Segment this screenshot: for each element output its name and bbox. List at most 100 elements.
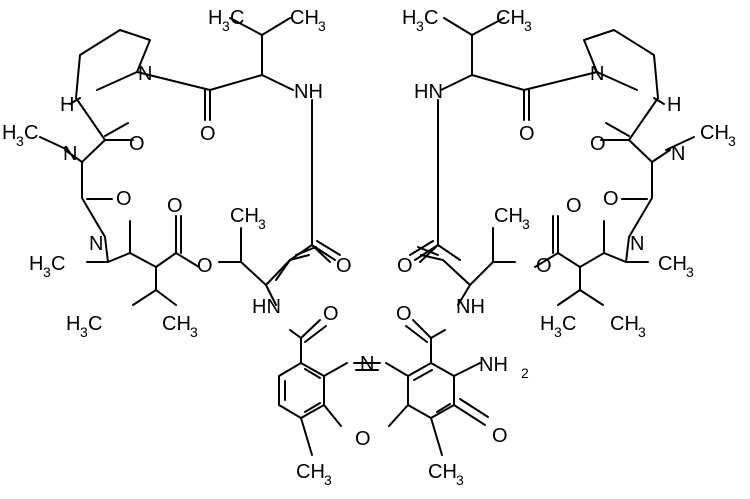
label-ch3-thr-left-sub: 3 bbox=[258, 216, 266, 232]
bond-pro-right-ring bbox=[583, 29, 659, 141]
label-ch3-meval-left: CH bbox=[162, 313, 191, 335]
bond-nme-sar-right bbox=[665, 136, 695, 151]
bond-pro-left-h bbox=[69, 97, 81, 105]
label-h3c-meval-right-sub: 3 bbox=[554, 324, 562, 340]
bond-nh2 bbox=[453, 362, 481, 377]
label-sar-co-right: O bbox=[603, 188, 619, 210]
label-amide-o-right: O bbox=[396, 303, 412, 325]
bond-meval-left bbox=[129, 220, 177, 268]
bond-thr-right-o bbox=[469, 261, 516, 286]
label-h3c-meval-left-c: C bbox=[88, 313, 102, 335]
bond-ring-a-inner bbox=[284, 368, 321, 413]
label-ester-co-right: O bbox=[566, 195, 582, 217]
label-ch3-val-left-sub: 3 bbox=[318, 18, 326, 34]
label-ch3-val-left: CH bbox=[290, 7, 319, 29]
label-ch3-mevl-right: CH bbox=[700, 122, 729, 144]
bond-ring-c bbox=[407, 362, 455, 419]
bond-pro-right-co bbox=[600, 122, 653, 163]
bond-sar-left-2 bbox=[64, 149, 113, 238]
label-h3c-mevl-left-sub: 3 bbox=[16, 133, 24, 149]
label-sar-co-left: O bbox=[116, 188, 132, 210]
bond-val-left-co bbox=[311, 240, 341, 261]
bond-ester-left bbox=[175, 215, 200, 268]
bond-pro-right-h bbox=[653, 97, 665, 105]
label-ring-o: O bbox=[355, 428, 371, 450]
label-nh-right: NH bbox=[456, 296, 485, 318]
label-n-mevl-left: N bbox=[63, 143, 77, 165]
label-h3c-val-right-sub: 3 bbox=[416, 18, 424, 34]
bond-amide-left bbox=[300, 319, 321, 364]
bond-methyl-right bbox=[430, 417, 443, 456]
bond-ring-c-inner bbox=[413, 369, 451, 413]
label-n-mevl-right: N bbox=[671, 143, 685, 165]
label-ester-o-right: O bbox=[536, 255, 552, 277]
bond-pro-left-ring bbox=[75, 29, 151, 141]
bond-thr-o bbox=[218, 261, 267, 286]
bond-pro-left-co bbox=[81, 122, 134, 163]
label-pro-val-co-left: O bbox=[200, 123, 216, 145]
label-pro-co-left: O bbox=[129, 133, 145, 155]
label-ch3-thr-right: CH bbox=[494, 205, 523, 227]
bond-val-right-nh bbox=[419, 99, 461, 263]
bond-val-left-nh bbox=[289, 99, 331, 263]
label-ch3-thr-left: CH bbox=[230, 205, 259, 227]
label-n-sar-left: N bbox=[89, 233, 103, 255]
label-ch3-meval-right-sub: 3 bbox=[638, 324, 646, 340]
label-amide-o-left: O bbox=[323, 303, 339, 325]
label-nh-val-left: NH bbox=[294, 81, 323, 103]
label-nh2-sub: 2 bbox=[521, 365, 529, 381]
bond-sar-right-2 bbox=[621, 149, 671, 238]
label-h3c-val-left: H bbox=[208, 7, 222, 29]
bond-amide-right bbox=[412, 319, 432, 364]
label-h3c-mevl-left: H bbox=[2, 122, 16, 144]
label-h3c-mevl-left-c: C bbox=[24, 122, 38, 144]
label-thr-co-left: O bbox=[336, 255, 352, 277]
label-ch3-sar-right: CH bbox=[658, 253, 687, 275]
bond-amide-right-nh bbox=[430, 329, 446, 339]
bond-ring-b bbox=[323, 362, 409, 427]
label-h3c-meval-right: H bbox=[540, 313, 554, 335]
bond-sar-right bbox=[603, 236, 649, 263]
label-h3c-sar-left-sub: 3 bbox=[43, 264, 51, 280]
label-ch3-left-bottom: CH bbox=[296, 461, 325, 483]
label-h3c-val-right: H bbox=[402, 7, 416, 29]
bond-lines bbox=[39, 17, 695, 456]
label-h-pro-left: H bbox=[60, 94, 74, 116]
label-ch3-right-bottom: CH bbox=[428, 461, 457, 483]
label-ketone-o: O bbox=[492, 425, 508, 447]
label-h3c-val-right-c: C bbox=[424, 7, 438, 29]
label-h3c-val-left-sub: 3 bbox=[222, 18, 230, 34]
bond-meval-right-ipr bbox=[557, 266, 604, 306]
label-ester-o-left: O bbox=[197, 255, 213, 277]
label-nh2: NH bbox=[479, 354, 508, 376]
label-h3c-meval-left: H bbox=[66, 313, 80, 335]
bond-amide-right-co bbox=[405, 325, 428, 343]
bond-val-right-chain bbox=[440, 74, 525, 91]
bond-pro-right-val bbox=[523, 71, 598, 121]
label-ch3-right-bottom-sub: 3 bbox=[456, 472, 464, 488]
bond-val-right-co bbox=[409, 240, 439, 261]
bond-val-left-chain bbox=[209, 74, 294, 91]
label-n-pro-right: N bbox=[590, 63, 604, 85]
bond-thr-left-2 bbox=[275, 259, 291, 281]
label-ester-co-left: O bbox=[167, 195, 183, 217]
bond-amide-left-nh bbox=[289, 329, 302, 339]
bond-pro-left-val bbox=[136, 71, 211, 121]
bond-val-right-ipr bbox=[443, 17, 505, 76]
label-h3c-sar-left: H bbox=[29, 253, 43, 275]
label-pro-val-co-right: O bbox=[519, 123, 535, 145]
label-h3c-sar-left-c: C bbox=[51, 253, 65, 275]
label-ch3-val-right-sub: 3 bbox=[524, 18, 532, 34]
label-ch3-mevl-right-sub: 3 bbox=[728, 133, 736, 149]
atom-labels: N O O NH 2 C CH 3 CH 3 O O HN NH O O O C… bbox=[2, 7, 736, 488]
label-ch3-thr-right-sub: 3 bbox=[522, 216, 530, 232]
label-n-pro-left: N bbox=[138, 63, 152, 85]
label-ch3-left-bottom-sub: 3 bbox=[324, 472, 332, 488]
label-pro-co-right: O bbox=[590, 133, 606, 155]
bond-ketone bbox=[453, 398, 489, 426]
label-ch3-meval-left-sub: 3 bbox=[190, 324, 198, 340]
label-ch3-sar-right-sub: 3 bbox=[686, 264, 694, 280]
bond-nme-sar-left bbox=[39, 136, 69, 151]
